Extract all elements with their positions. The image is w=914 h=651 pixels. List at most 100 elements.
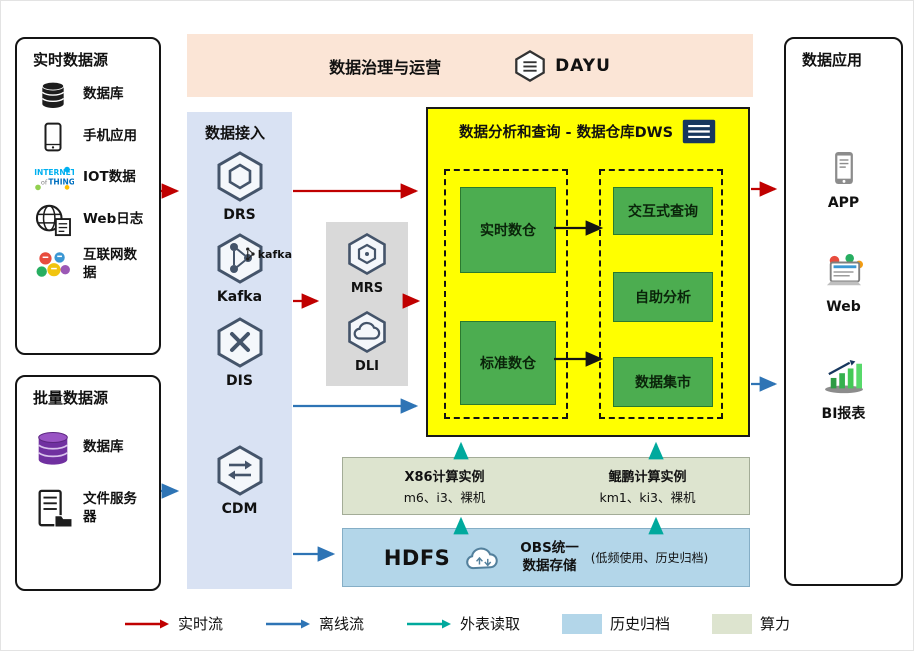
obs-cloud-icon [466,547,499,569]
web-log-icon [31,203,75,237]
database-stack-icon [31,428,75,468]
source-item-file-server: 文件服务器 [17,473,159,534]
obs-storage-label: OBS统一 数据存储 [520,540,579,575]
legend-label: 历史归档 [610,615,671,633]
mrs-service-icon [348,233,386,275]
applications-panel: 数据应用 APP Web BI报表 [784,37,903,586]
service-mrs: MRS [326,232,408,296]
kunpeng-models: km1、ki3、裸机 [599,490,696,505]
legend-external-read: 外表读取 [406,613,520,634]
service-label: DLI [355,359,379,374]
dayu-logo-icon [515,49,545,82]
source-label: 手机应用 [83,128,137,145]
kafka-wordmark: kafka [257,247,292,261]
dayu-product-name: DAYU [555,55,611,76]
kunpeng-title: 鲲鹏计算实例 [608,470,687,485]
web-monitor-icon [826,253,863,286]
service-label: DIS [226,373,253,389]
source-item-web-log: Web日志 [17,198,159,242]
kafka-logo-icon [245,247,255,261]
batch-sources-title: 批量数据源 [33,389,109,407]
x86-title: X86计算实例 [404,470,485,485]
application-item-web: Web [786,253,901,315]
source-label: IOT数据 [83,169,136,186]
teal-arrow-icon [406,619,451,628]
batch-sources-panel: 批量数据源 数据库 文件服务器 [15,375,161,591]
realtime-sources-panel: 实时数据源 数据库 手机应用 INTERNET of THINGS IOT数 [15,37,161,355]
service-label: CDM [221,501,258,517]
processing-box: MRS DLI [326,222,408,386]
app-phone-icon [834,152,853,184]
service-drs: DRS [187,150,292,223]
source-item-database: 数据库 [17,74,159,116]
service-dli: DLI [326,310,408,374]
storage-box: HDFS OBS统一 数据存储 (低频使用、历史归档) [342,528,750,587]
source-item-iot: INTERNET of THINGS IOT数据 [17,158,159,198]
applications-title: 数据应用 [802,51,863,69]
data-mart-box: 数据集市 [613,357,713,407]
compute-swatch [712,613,753,634]
application-label: APP [827,195,860,211]
x86-models: m6、i3、裸机 [403,490,486,505]
dayu-brand: DAYU [513,49,611,83]
legend: 实时流 离线流 外表读取 历史归档 算力 [1,613,913,634]
source-item-internet-data: 互联网数据 [17,242,159,287]
service-kafka: kafka Kafka [187,232,292,305]
warehouse-group: 实时数仓 标准数仓 [444,169,568,419]
application-label: BI报表 [821,406,866,422]
dis-service-icon [217,317,262,368]
service-dis: DIS [187,316,292,389]
mobile-app-icon [31,121,75,153]
application-item-bi: BI报表 [786,359,901,423]
ingestion-title: 数据接入 [205,124,266,142]
legend-label: 算力 [760,615,791,633]
red-arrow-icon [124,619,169,628]
source-label: 互联网数据 [83,247,137,281]
svg-text:THINGS: THINGS [48,178,74,187]
self-service-analysis-box: 自助分析 [613,272,713,322]
standard-warehouse-box: 标准数仓 [460,321,556,405]
bi-report-icon [824,359,863,394]
source-label: 数据库 [83,439,124,456]
interactive-query-box: 交互式查询 [613,187,713,235]
internet-data-icon [31,249,75,281]
source-item-mobile-app: 手机应用 [17,116,159,158]
obs-storage-note: (低频使用、历史归档) [590,551,709,565]
service-label: MRS [350,281,384,296]
kunpeng-compute: 鲲鹏计算实例 km1、ki3、裸机 [546,458,749,514]
legend-label: 离线流 [318,615,364,633]
svg-text:INTERNET: INTERNET [34,168,74,177]
legend-label: 外表读取 [459,615,520,633]
file-server-icon [31,489,75,529]
realtime-warehouse-box: 实时数仓 [460,187,556,273]
application-label: Web [826,299,861,315]
hdfs-label: HDFS [383,545,451,570]
dws-ledger-icon [682,119,716,144]
source-item-batch-database: 数据库 [17,412,159,473]
dws-title: 数据分析和查询 - 数据仓库DWS [458,125,674,141]
obs-line1: OBS统一 [520,539,579,556]
ingestion-column: 数据接入 DRS kafka Kafka DIS CDM [187,112,292,589]
source-label: 数据库 [83,86,124,103]
legend-label: 实时流 [177,615,223,633]
drs-service-icon [217,151,262,202]
dws-analysis-box: 数据分析和查询 - 数据仓库DWS 实时数仓 标准数仓 交互式查询 自助分析 数… [426,107,750,437]
source-label: Web日志 [83,211,144,228]
application-item-app: APP [786,149,901,211]
realtime-sources-title: 实时数据源 [33,51,109,69]
legend-offline-flow: 离线流 [265,613,364,634]
svg-text:of: of [41,179,48,187]
archive-swatch [562,613,602,634]
service-cdm: CDM [187,444,292,517]
service-label: DRS [223,207,256,223]
governance-bar: 数据治理与运营 DAYU [187,34,753,97]
service-label: Kafka [216,289,263,305]
legend-history-archive: 历史归档 [562,613,670,634]
iot-icon: INTERNET of THINGS [31,163,75,193]
governance-title: 数据治理与运营 [329,57,442,77]
compute-instances-box: X86计算实例 m6、i3、裸机 鲲鹏计算实例 km1、ki3、裸机 [342,457,750,515]
dws-title-row: 数据分析和查询 - 数据仓库DWS [428,109,748,145]
cdm-service-icon [217,445,262,496]
obs-line2: 数据存储 [522,557,577,574]
